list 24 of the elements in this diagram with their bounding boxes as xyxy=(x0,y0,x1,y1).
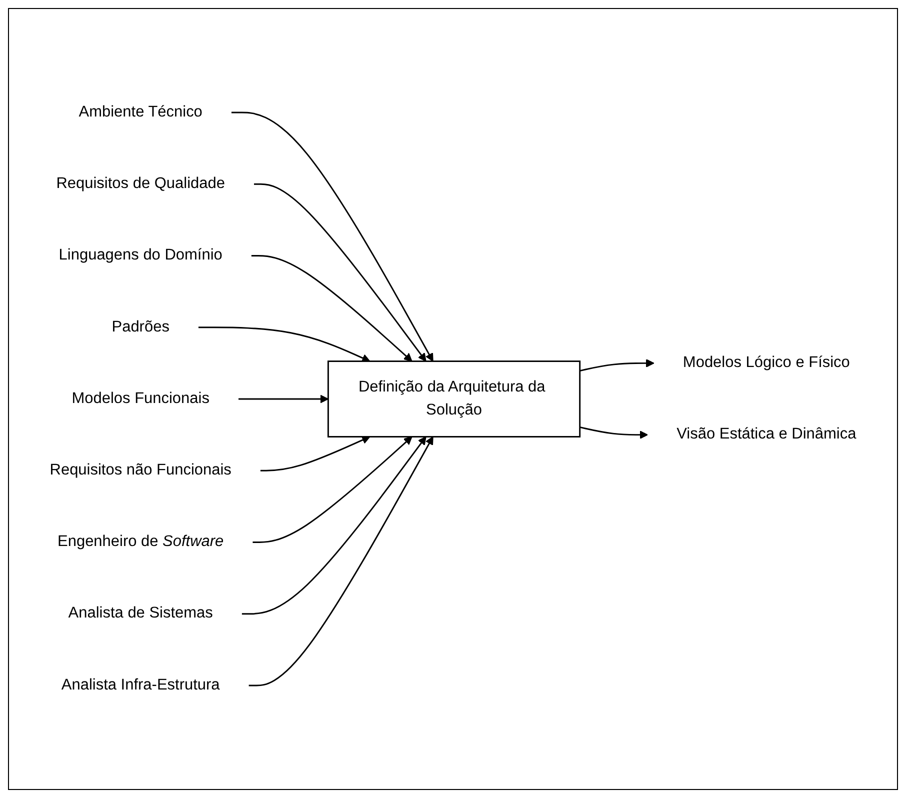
arrow xyxy=(248,436,434,686)
arrow xyxy=(238,394,329,404)
arrow xyxy=(580,426,648,440)
arrow xyxy=(254,183,426,362)
arrow xyxy=(242,436,426,615)
arrow xyxy=(252,436,412,543)
arrow xyxy=(260,436,370,472)
node-box xyxy=(327,360,581,438)
node-text: Visão Estática e Dinâmica xyxy=(676,426,856,443)
node-text: Modelos Lógico e Físico xyxy=(682,354,850,371)
idef0-diagram: Ambiente Técnico Requisitos de Qualidade Linguagens do Domínio Padrões Modelos Funcionais Requisitos não Funcionais Definição da Arquitetura da Solução Modelos Lógico e Físico Visão Estática e Dinâmica Engenheiro de Software Analista de Sistemas Analista Infra-Estrutura xyxy=(13,13,893,785)
arrow xyxy=(251,255,412,362)
node-text: Modelos Funcionais xyxy=(72,390,210,407)
node-text: Analista de Sistemas xyxy=(68,605,213,622)
node-text: Analista Infra-Estrutura xyxy=(61,676,220,694)
node-text: Linguagens do Domínio xyxy=(58,247,222,264)
arrow xyxy=(198,326,370,362)
node-text: Requisitos de Qualidade xyxy=(56,175,225,192)
node-text: Padrões xyxy=(112,318,170,336)
arrow xyxy=(231,112,434,362)
node-text: Engenheiro de Software xyxy=(58,534,224,550)
arrow xyxy=(580,358,654,372)
node-text: Requisitos não Funcionais xyxy=(50,462,232,478)
node-text: Ambiente Técnico xyxy=(78,104,202,120)
